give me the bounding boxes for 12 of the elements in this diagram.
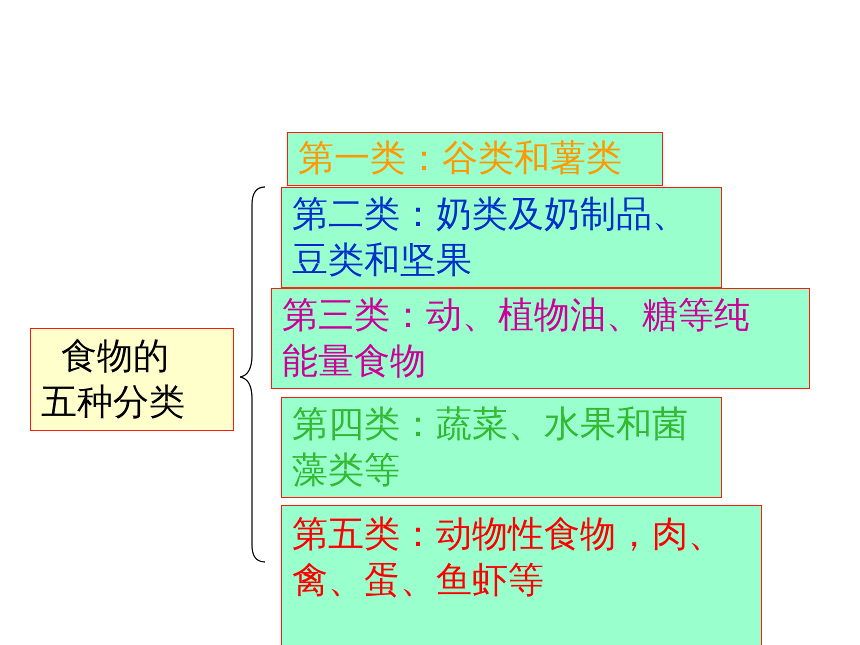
category-label: 第一类：谷类和薯类 <box>298 137 623 181</box>
category-box <box>287 132 663 186</box>
category-label: 食物的五种分类 <box>41 335 186 425</box>
category-label: 第四类：蔬菜、水果和菌藻类等 <box>292 403 689 493</box>
category-label: 第二类：奶类及奶制品、豆类和坚果 <box>292 193 689 283</box>
category-box <box>281 505 762 645</box>
category-box <box>281 397 722 498</box>
category-box <box>30 328 234 431</box>
category-label: 第五类：动物性食物，肉、禽、蛋、鱼虾等 <box>292 513 725 603</box>
category-label: 第三类：动、植物油、糖等纯能量食物 <box>282 294 751 384</box>
category-box <box>271 288 810 389</box>
category-box <box>281 187 722 288</box>
